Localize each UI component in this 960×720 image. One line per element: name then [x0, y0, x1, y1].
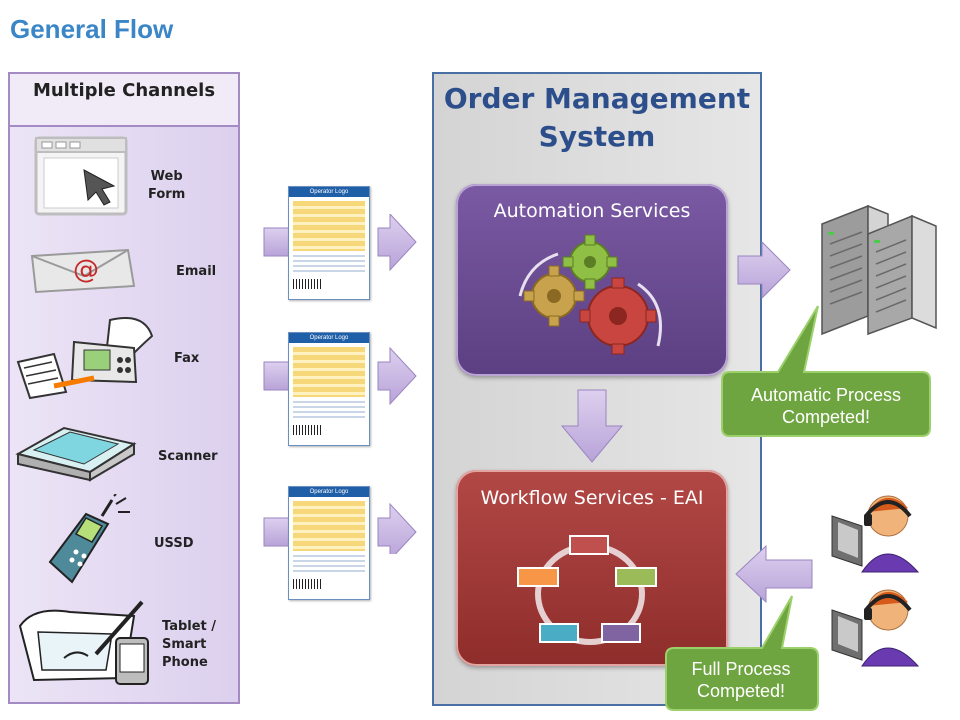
form-header: Operator Logo — [289, 187, 369, 197]
arrow-1 — [263, 214, 417, 272]
tablet-label: Tablet / Smart Phone — [162, 619, 217, 670]
full-process-bubble-shape — [665, 595, 819, 711]
full-process-bubble: Full Process Competed! — [691, 659, 791, 701]
fax-label: Fax — [174, 351, 200, 366]
channels-title: Multiple Channels — [32, 80, 216, 101]
fax-icon — [16, 317, 154, 400]
order-form-document-2: Operator Logo — [288, 332, 370, 446]
call-center-agent-icon-2 — [831, 589, 920, 667]
order-form-document-1: Operator Logo — [288, 186, 370, 300]
channels-header — [8, 72, 240, 127]
web-form-icon — [34, 136, 128, 216]
scanner-label: Scanner — [158, 449, 218, 464]
gear-red — [579, 277, 657, 355]
workflow-services-title: Workflow Services - EAI — [480, 487, 704, 509]
form-header: Operator Logo — [289, 487, 369, 497]
workflow-cycle-diagram — [517, 535, 657, 645]
workflow-step-4 — [539, 623, 579, 643]
gear-green — [562, 234, 618, 290]
channel-arrows — [263, 214, 417, 554]
automatic-process-bubble: Automatic Process Competed! — [750, 385, 902, 427]
mobile-phone-icon — [48, 494, 130, 584]
automation-services-title: Automation Services — [493, 200, 691, 222]
arrow-to-server — [737, 240, 791, 300]
gear-gold — [523, 265, 585, 327]
arrow-from-agents — [735, 544, 813, 604]
ussd-label: USSD — [154, 536, 194, 551]
tablet-icon — [18, 600, 149, 685]
order-management-title: Order Management System — [443, 82, 751, 153]
workflow-services-box — [456, 470, 728, 666]
page-title: General Flow — [10, 14, 174, 44]
workflow-step-5 — [517, 567, 559, 587]
down-arrow — [560, 389, 624, 463]
web-form-label: Web Form — [148, 169, 186, 202]
call-center-agent-icon-1 — [831, 495, 920, 573]
email-label: Email — [176, 264, 217, 279]
svg-text:@: @ — [73, 255, 99, 285]
workflow-step-2 — [615, 567, 657, 587]
workflow-step-3 — [601, 623, 641, 643]
automatic-process-bubble-shape — [721, 305, 931, 437]
order-form-document-3: Operator Logo — [288, 486, 370, 600]
server-icon — [821, 204, 937, 336]
form-header: Operator Logo — [289, 333, 369, 343]
email-icon: @ — [30, 248, 136, 294]
scanner-icon — [15, 426, 137, 482]
workflow-step-1 — [569, 535, 609, 555]
gears-icon — [518, 234, 662, 355]
